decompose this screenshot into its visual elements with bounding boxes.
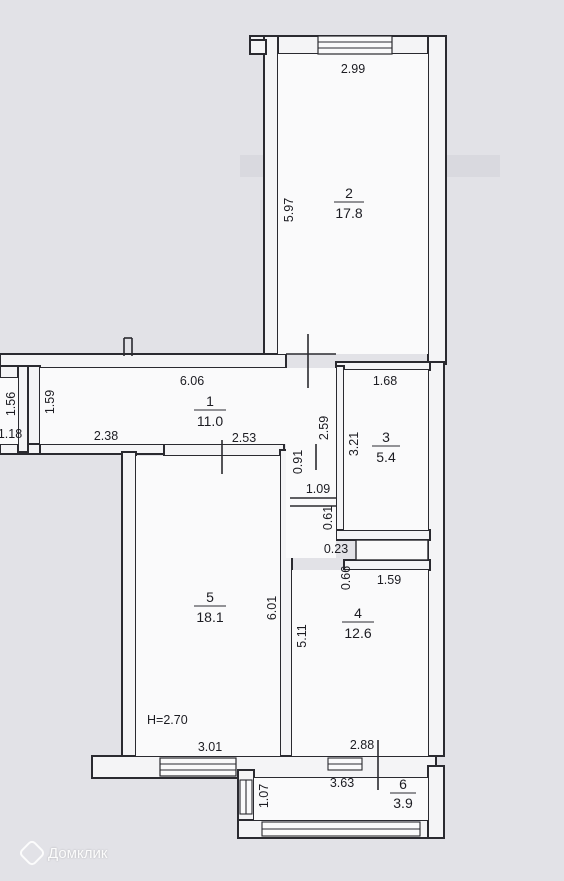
dim-2-99: 2.99 xyxy=(341,62,365,76)
dim-1-56: 1.56 xyxy=(4,392,18,416)
window-room-5 xyxy=(159,757,237,777)
watermark: Домклик xyxy=(17,838,108,868)
door-marks xyxy=(123,334,379,790)
svg-text:2: 2 xyxy=(345,185,353,201)
dim-1-07: 1.07 xyxy=(257,784,271,808)
svg-text:3: 3 xyxy=(382,429,390,445)
svg-text:5: 5 xyxy=(206,589,214,605)
window-balcony-front xyxy=(261,821,421,837)
svg-text:6: 6 xyxy=(399,776,407,792)
dim-0-23: 0.23 xyxy=(324,542,348,556)
dim-1-68: 1.68 xyxy=(373,374,397,388)
svg-text:11.0: 11.0 xyxy=(197,413,223,429)
dim-3-21: 3.21 xyxy=(347,432,361,456)
window-balcony-side xyxy=(239,779,253,815)
room-interiors xyxy=(0,54,429,820)
domclick-logo-icon xyxy=(17,838,47,868)
ceiling-height: H=2.70 xyxy=(147,713,188,727)
room-2-label: 2 17.8 xyxy=(334,185,364,221)
room-1-label: 1 11.0 xyxy=(194,393,226,429)
dimension-labels: 2.99 5.97 6.06 1.68 1.56 1.59 1.18 2.38 … xyxy=(0,62,401,808)
dim-0-61: 0.61 xyxy=(321,506,335,530)
dim-0-66: 0.66 xyxy=(339,566,353,590)
windows xyxy=(159,35,421,837)
dim-1-09: 1.09 xyxy=(306,482,330,496)
dim-2-53: 2.53 xyxy=(232,431,256,445)
dim-1-18: 1.18 xyxy=(0,427,22,441)
dim-2-88: 2.88 xyxy=(350,738,374,752)
watermark-text: Домклик xyxy=(48,844,108,862)
room-5-label: 5 18.1 xyxy=(194,589,226,625)
svg-text:5.4: 5.4 xyxy=(376,449,396,465)
dim-5-97: 5.97 xyxy=(282,198,296,222)
dim-2-38: 2.38 xyxy=(94,429,118,443)
dim-0-91: 0.91 xyxy=(291,450,305,474)
svg-text:17.8: 17.8 xyxy=(335,205,362,221)
svg-text:1: 1 xyxy=(206,393,214,409)
dim-6-06: 6.06 xyxy=(180,374,204,388)
window-room-2 xyxy=(317,35,393,55)
svg-text:12.6: 12.6 xyxy=(344,625,371,641)
svg-text:3.9: 3.9 xyxy=(393,795,413,811)
room-labels: 2 17.8 1 11.0 3 5.4 5 18.1 4 12.6 6 3.9 xyxy=(194,185,416,811)
dim-3-01: 3.01 xyxy=(198,740,222,754)
dim-2-59: 2.59 xyxy=(317,416,331,440)
room-6-label: 6 3.9 xyxy=(390,776,416,811)
room-3-label: 3 5.4 xyxy=(372,429,400,465)
window-room-4 xyxy=(327,757,363,771)
svg-text:18.1: 18.1 xyxy=(196,609,223,625)
dim-3-63: 3.63 xyxy=(330,776,354,790)
dim-1-59-a: 1.59 xyxy=(43,390,57,414)
dim-1-59-b: 1.59 xyxy=(377,573,401,587)
svg-text:4: 4 xyxy=(354,605,362,621)
dim-5-11: 5.11 xyxy=(295,624,309,647)
dim-6-01: 6.01 xyxy=(265,596,279,620)
room-4-label: 4 12.6 xyxy=(342,605,374,641)
